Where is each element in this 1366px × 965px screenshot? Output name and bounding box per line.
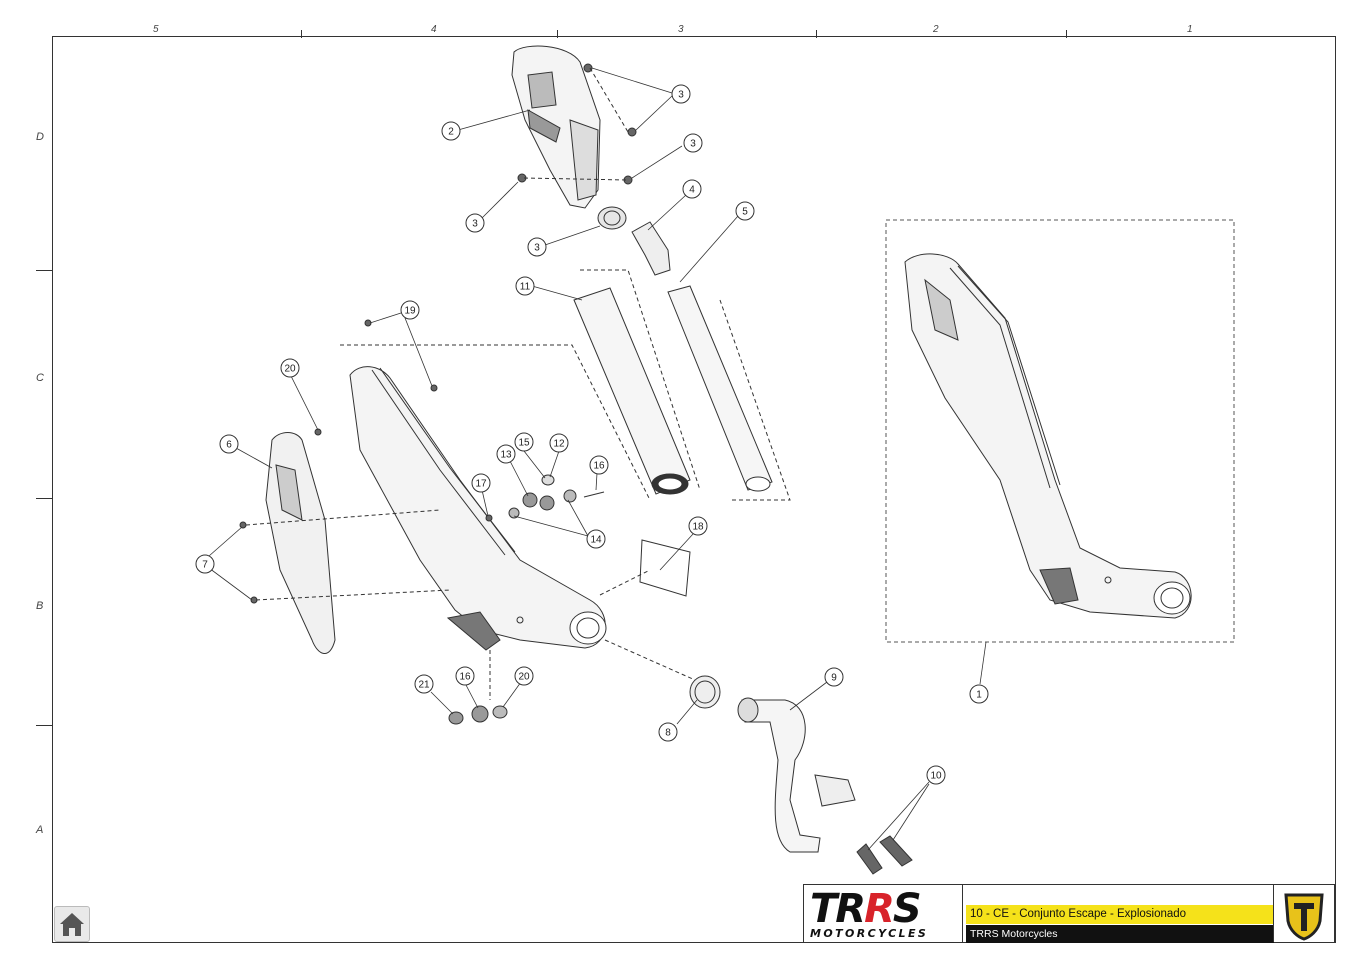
- callout-number: 3: [534, 243, 540, 254]
- callout-number: 3: [472, 219, 478, 230]
- callout-circle: [682, 179, 702, 199]
- callout-number: 18: [692, 522, 704, 533]
- callout-circle: [658, 722, 678, 742]
- callout-circle: [926, 765, 946, 785]
- home-button[interactable]: [54, 906, 90, 942]
- callout-number: 15: [518, 438, 530, 449]
- callout-number: 1: [976, 690, 982, 701]
- logo-subtext: MOTORCYCLES: [810, 927, 929, 940]
- home-icon: [60, 913, 84, 936]
- callout-number: 21: [418, 680, 430, 691]
- callout-number: 3: [690, 139, 696, 150]
- grid-row-label: B: [36, 600, 44, 612]
- grid-tick: [1066, 30, 1067, 38]
- callout-number: 13: [500, 450, 512, 461]
- link-pipe: [604, 639, 913, 875]
- grid-tick: [36, 270, 52, 271]
- callout-number: 6: [226, 440, 232, 451]
- callout-circle: [441, 121, 461, 141]
- callout-number: 16: [593, 461, 605, 472]
- callout-number: 17: [475, 479, 487, 490]
- side-guard: [239, 432, 451, 654]
- grid-column-label: 4: [431, 24, 437, 35]
- heat-shield: [511, 45, 637, 209]
- grid-column-label: 1: [1187, 24, 1193, 35]
- callout-number: 19: [404, 306, 416, 317]
- label-sticker: [639, 539, 691, 597]
- muffler-body: [314, 319, 651, 651]
- callout-circle: [219, 434, 239, 454]
- grid-column-label: 3: [678, 24, 684, 35]
- grid-tick: [36, 725, 52, 726]
- callout-number: 11: [520, 282, 531, 293]
- grid-tick: [36, 498, 52, 499]
- grid-row-label: C: [36, 372, 44, 384]
- callout-circle: [515, 276, 535, 296]
- callout-number: 3: [678, 90, 684, 101]
- logo-text-2: R: [864, 886, 895, 932]
- callout-number: 20: [518, 672, 530, 683]
- callout-number: 2: [448, 127, 454, 138]
- brand-badge-icon: [1273, 885, 1334, 942]
- grid-tick: [557, 30, 558, 38]
- company-name: TRRS Motorcycles: [966, 925, 1274, 943]
- grid-column-label: 2: [933, 24, 939, 35]
- callout-circle: [471, 473, 491, 493]
- callout-number: 16: [459, 672, 471, 683]
- logo-text-1: TR: [810, 886, 866, 932]
- callout-circle: [688, 516, 708, 536]
- drawing-title: 10 - CE - Conjunto Escape - Explosionado: [966, 905, 1274, 924]
- grid-column-label: 5: [153, 24, 159, 35]
- callout-circle: [280, 358, 300, 378]
- logo-wordmark: TRRS: [810, 886, 922, 932]
- callout-number: 5: [742, 207, 748, 218]
- drawing-frame: [52, 36, 1336, 943]
- logo-text-3: S: [892, 886, 922, 932]
- trrs-logo: TRRS MOTORCYCLES: [804, 885, 963, 942]
- title-block: TRRS MOTORCYCLES 10 - CE - Conjunto Esca…: [803, 884, 1335, 943]
- callout-number: 9: [831, 673, 837, 684]
- callout-number: 4: [689, 185, 695, 196]
- callout-circle: [414, 674, 434, 694]
- grid-row-label: A: [36, 824, 44, 836]
- callout-number: 10: [930, 771, 942, 782]
- grid-tick: [301, 30, 302, 38]
- callout-circle: [400, 300, 420, 320]
- assembled-muffler: [885, 219, 1235, 643]
- grid-row-label: D: [36, 131, 44, 143]
- hardware-group: [485, 474, 605, 522]
- callout-circle: [586, 529, 606, 549]
- callout-number: 8: [665, 728, 671, 739]
- callout-circle: [969, 684, 989, 704]
- callout-circle: [527, 237, 547, 257]
- callout-number: 20: [284, 364, 296, 375]
- leader-lines: [208, 67, 987, 851]
- callout-circle: [671, 84, 691, 104]
- callout-circle: [514, 666, 534, 686]
- grid-tick: [816, 30, 817, 38]
- callout-circle: [496, 444, 516, 464]
- callout-number: 14: [590, 535, 602, 546]
- callout-circle: [549, 433, 569, 453]
- callout-number: 12: [553, 439, 565, 450]
- callout-circle: [735, 201, 755, 221]
- inner-tubes: [573, 206, 791, 501]
- callout-circle: [824, 667, 844, 687]
- callout-circle: [683, 133, 703, 153]
- callout-circle: [455, 666, 475, 686]
- callout-circle: [465, 213, 485, 233]
- callout-circle: [195, 554, 215, 574]
- callout-circle: [589, 455, 609, 475]
- lower-hardware: [448, 650, 508, 725]
- callout-circle: [514, 432, 534, 452]
- callout-number: 7: [202, 560, 208, 571]
